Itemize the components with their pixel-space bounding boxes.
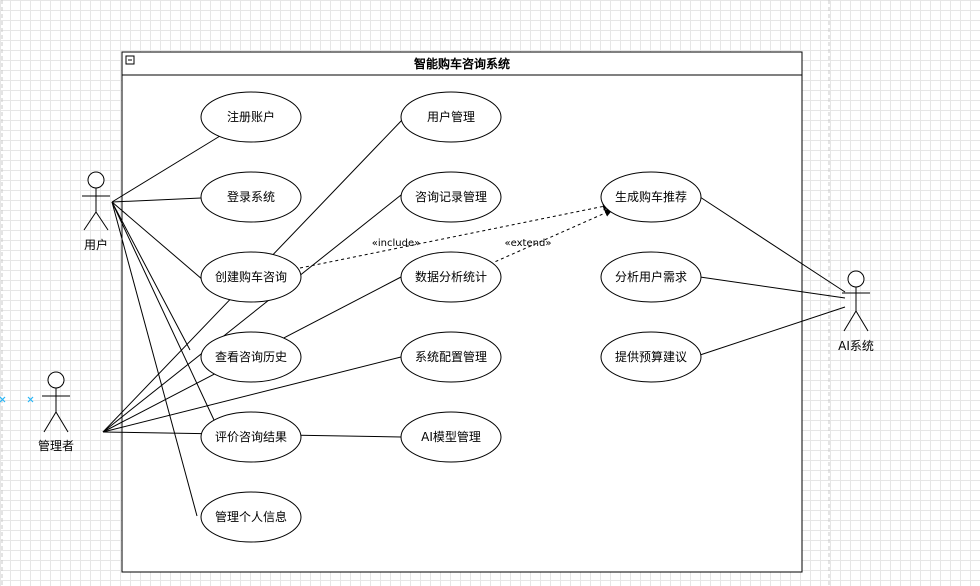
collapse-icon[interactable] [125, 55, 135, 65]
actor-ai-label: AI系统 [838, 339, 874, 353]
extend-label: «extend» [505, 238, 552, 249]
svg-text:用户管理: 用户管理 [427, 109, 475, 124]
stick-figure-icon [842, 270, 870, 332]
use-case-evaluate[interactable]: 评价咨询结果 [200, 411, 302, 463]
use-case-analyze-needs[interactable]: 分析用户需求 [600, 251, 702, 303]
svg-text:查看咨询历史: 查看咨询历史 [215, 349, 287, 364]
use-case-create-consult[interactable]: 创建购车咨询 [200, 251, 302, 303]
svg-text:分析用户需求: 分析用户需求 [615, 269, 687, 284]
ai-associations [699, 196, 846, 356]
system-title: 智能购车咨询系统 [413, 56, 510, 71]
svg-text:生成购车推荐: 生成购车推荐 [615, 189, 687, 204]
use-case-user-mgmt[interactable]: 用户管理 [400, 91, 502, 143]
svg-text:注册账户: 注册账户 [227, 109, 275, 124]
use-case-record-mgmt[interactable]: 咨询记录管理 [400, 171, 502, 223]
use-case-register[interactable]: 注册账户 [200, 91, 302, 143]
svg-text:系统配置管理: 系统配置管理 [415, 349, 487, 364]
svg-text:评价咨询结果: 评价咨询结果 [215, 429, 287, 444]
use-case-profile[interactable]: 管理个人信息 [200, 491, 302, 543]
svg-text:咨询记录管理: 咨询记录管理 [415, 189, 487, 204]
selection-handle-icon[interactable] [0, 396, 34, 403]
svg-text:提供预算建议: 提供预算建议 [615, 349, 687, 364]
actor-ai[interactable]: AI系统 [838, 270, 874, 353]
use-case-recommend[interactable]: 生成购车推荐 [600, 171, 702, 223]
actor-user[interactable]: 用户 [82, 171, 110, 252]
use-case-budget[interactable]: 提供预算建议 [600, 331, 702, 383]
use-case-history[interactable]: 查看咨询历史 [200, 331, 302, 383]
user-associations [111, 135, 221, 517]
actor-admin-label: 管理者 [38, 438, 74, 453]
stick-figure-icon [82, 171, 110, 231]
svg-text:AI模型管理: AI模型管理 [421, 429, 481, 444]
extend-relation[interactable]: «extend» [489, 209, 613, 265]
actor-user-label: 用户 [84, 237, 108, 252]
actor-admin[interactable]: 管理者 [38, 371, 74, 453]
use-case-login[interactable]: 登录系统 [200, 171, 302, 223]
svg-text:登录系统: 登录系统 [227, 189, 275, 204]
use-case-ai-model[interactable]: AI模型管理 [400, 411, 502, 463]
include-relation[interactable]: «include» [299, 202, 611, 269]
use-case-config[interactable]: 系统配置管理 [400, 331, 502, 383]
include-label: «include» [372, 238, 420, 249]
svg-text:管理个人信息: 管理个人信息 [215, 509, 287, 524]
svg-text:创建购车咨询: 创建购车咨询 [215, 269, 287, 284]
stick-figure-icon [42, 371, 70, 433]
use-case-analytics[interactable]: 数据分析统计 [400, 251, 502, 303]
svg-text:数据分析统计: 数据分析统计 [415, 269, 487, 284]
